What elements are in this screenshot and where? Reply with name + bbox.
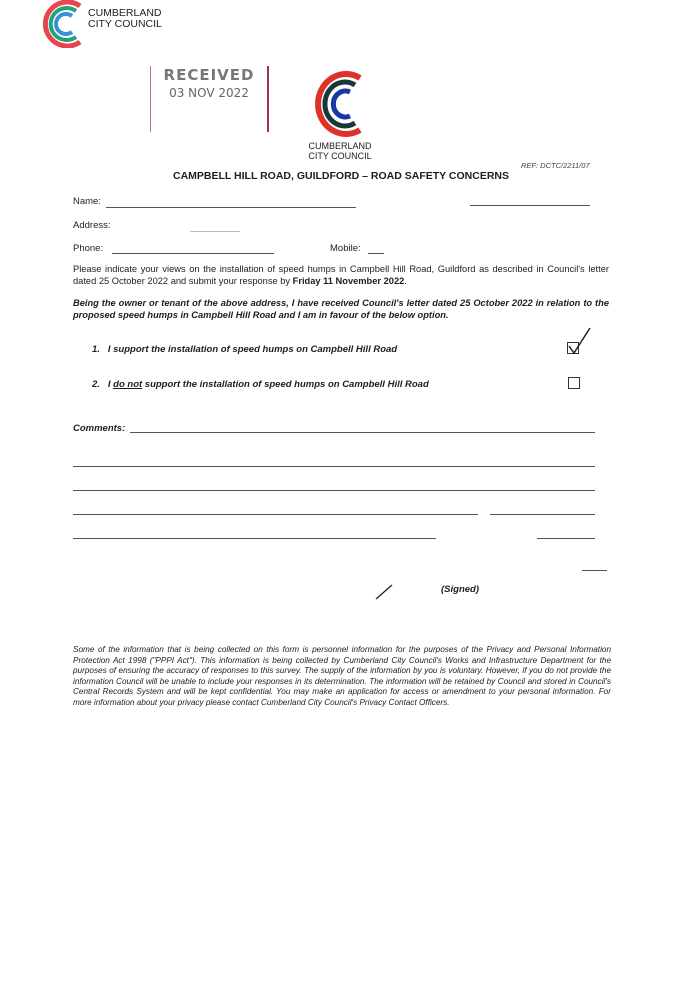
privacy-notice: Some of the information that is being co…: [73, 645, 611, 707]
option-2-checkbox[interactable]: [568, 377, 580, 389]
name-field-extra[interactable]: [470, 205, 590, 206]
comments-line[interactable]: [73, 466, 595, 467]
stamp-label: RECEIVED: [163, 66, 255, 84]
comments-line[interactable]: [490, 514, 595, 515]
mobile-label: Mobile:: [330, 243, 361, 254]
logo-line1: CUMBERLAND: [88, 7, 162, 19]
signature-mark-icon: [374, 583, 394, 606]
address-label: Address:: [73, 220, 111, 231]
form-logo-icon: [310, 70, 368, 138]
mobile-field[interactable]: [368, 253, 384, 254]
phone-field[interactable]: [112, 253, 274, 254]
intro-end: .: [404, 275, 407, 286]
declaration: Being the owner or tenant of the above a…: [73, 298, 609, 320]
option-number: 1.: [92, 344, 100, 355]
reference-number: REF: DCTC/2211/07: [521, 161, 590, 170]
option-text: I support the installation of speed hump…: [107, 344, 398, 355]
stamp-date: 03 NOV 2022: [169, 86, 249, 100]
phone-label: Phone:: [73, 243, 104, 254]
option-number: 2.: [92, 379, 100, 390]
option-1: 1. I support the installation of speed h…: [92, 344, 397, 355]
comments-line[interactable]: [73, 538, 436, 539]
comments-line[interactable]: [537, 538, 595, 539]
logo-line2: CITY COUNCIL: [88, 18, 162, 30]
option-2: 2. I do not support the installation of …: [92, 379, 429, 390]
council-logo-icon: [36, 0, 86, 49]
checkmark-icon: [566, 326, 592, 361]
comments-line[interactable]: [130, 432, 595, 433]
form-title: CAMPBELL HILL ROAD, GUILDFORD – ROAD SAF…: [172, 170, 509, 182]
comments-line[interactable]: [73, 490, 595, 491]
header-logo-text: CUMBERLAND CITY COUNCIL: [88, 8, 162, 30]
comments-label: Comments:: [73, 423, 126, 434]
option-text: I: [107, 379, 114, 390]
intro-paragraph: Please indicate your views on the instal…: [73, 264, 609, 287]
form-logo-line2: CITY COUNCIL: [308, 151, 372, 161]
form-logo-line1: CUMBERLAND: [308, 141, 372, 151]
comments-line[interactable]: [73, 514, 478, 515]
option-underlined: do not: [113, 379, 143, 390]
option-1-checkbox[interactable]: [567, 342, 579, 354]
name-label: Name:: [73, 196, 101, 207]
deadline: Friday 11 November 2022: [292, 275, 405, 286]
intro-text: Please indicate your views on the instal…: [73, 264, 609, 286]
received-stamp: RECEIVED 03 NOV 2022: [150, 66, 269, 132]
address-field[interactable]: [190, 231, 240, 232]
name-field[interactable]: [106, 207, 356, 208]
form-logo-text: CUMBERLAND CITY COUNCIL: [300, 141, 380, 161]
signature-line[interactable]: [582, 570, 607, 571]
signed-label: (Signed): [441, 584, 479, 595]
option-text-end: support the installation of speed humps …: [142, 379, 429, 390]
